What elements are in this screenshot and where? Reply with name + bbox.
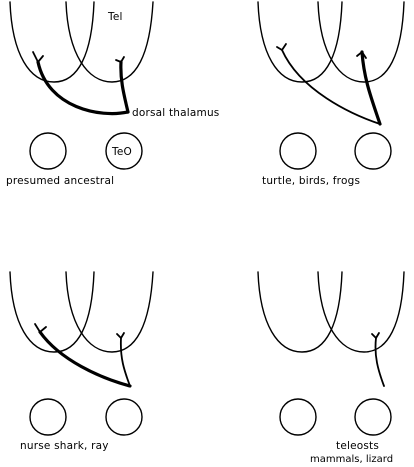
tract-to-right-hemisphere [119, 60, 130, 114]
optic-tectum-circle [354, 132, 392, 170]
thalamus-circle-left [279, 132, 317, 170]
right-hemisphere-outline [317, 271, 405, 353]
right-hemisphere-outline [65, 1, 154, 83]
panel-caption: nurse shark, ray [20, 440, 109, 452]
arrowhead-left [276, 43, 287, 51]
left-hemisphere-outline [257, 1, 343, 83]
panel-turtle-birds-frogs: turtle, birds, frogs [257, 1, 405, 187]
panel-presumed-ancestral: Tel dorsal thalamus TeO presumed ancestr… [6, 1, 219, 187]
arrowhead-right [116, 332, 125, 339]
optic-tectum-circle [354, 398, 392, 436]
arrowhead-right [371, 332, 380, 339]
left-hemisphere-outline [257, 271, 343, 353]
panel-caption-line1: teleosts [336, 440, 379, 452]
tract-to-left-hemisphere [38, 330, 132, 388]
tract-to-left-hemisphere [36, 60, 130, 116]
panel-teleosts-mammals-lizard: teleosts mammals, lizard [257, 271, 405, 465]
tract-to-right-hemisphere [374, 337, 385, 387]
left-hemisphere-outline [9, 271, 95, 353]
arrowhead-left [34, 323, 47, 333]
tract-to-left-hemisphere [281, 49, 381, 125]
arrowhead-left [32, 51, 44, 63]
panel-caption: turtle, birds, frogs [262, 175, 360, 187]
right-hemisphere-outline [317, 1, 405, 83]
teo-label: TeO [111, 146, 132, 158]
thalamus-circle-left [29, 398, 67, 436]
dorsal-thalamus-label: dorsal thalamus [132, 107, 219, 119]
right-hemisphere-outline [65, 271, 154, 353]
panel-nurse-shark-ray: nurse shark, ray [9, 271, 154, 452]
panel-caption-line2: mammals, lizard [310, 454, 393, 465]
left-hemisphere-outline [9, 1, 95, 83]
thalamus-circle-left [29, 132, 67, 170]
tract-to-right-hemisphere [360, 50, 382, 126]
arrowhead-right [115, 56, 125, 63]
thalamus-circle-left [279, 398, 317, 436]
optic-tectum-circle [105, 132, 143, 170]
optic-tectum-circle [105, 398, 143, 436]
tel-label: Tel [107, 11, 123, 23]
arrowhead-right [356, 51, 367, 59]
panel-caption: presumed ancestral [6, 175, 114, 187]
tract-to-right-hemisphere [119, 337, 131, 387]
